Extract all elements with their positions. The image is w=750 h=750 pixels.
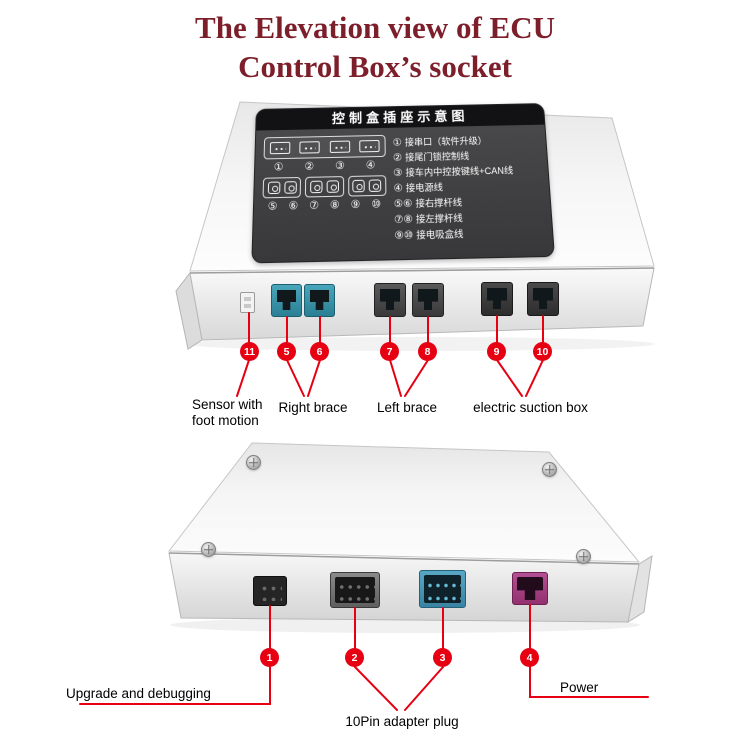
callout-badge-11: 11 [240, 342, 259, 361]
callout-badge-8: 8 [418, 342, 437, 361]
label-10pin-adapter-plug: 10Pin adapter plug [328, 714, 476, 729]
label-right-brace: Right brace [266, 400, 360, 415]
callout-badge-7: 7 [380, 342, 399, 361]
callout-badge-5: 5 [277, 342, 296, 361]
callout-badge-10: 10 [533, 342, 552, 361]
label-electric-suction-box: electric suction box [458, 400, 603, 415]
callout-badge-3: 3 [433, 648, 452, 667]
label-left-brace: Left brace [360, 400, 454, 415]
callout-badge-2: 2 [345, 648, 364, 667]
callout-badge-6: 6 [310, 342, 329, 361]
label-foot-motion-sensor: Sensor with foot motion [192, 397, 274, 429]
label-power: Power [560, 680, 598, 695]
label-upgrade-debugging: Upgrade and debugging [66, 686, 211, 701]
callout-badge-1: 1 [260, 648, 279, 667]
callout-badge-9: 9 [487, 342, 506, 361]
callout-badge-4: 4 [520, 648, 539, 667]
